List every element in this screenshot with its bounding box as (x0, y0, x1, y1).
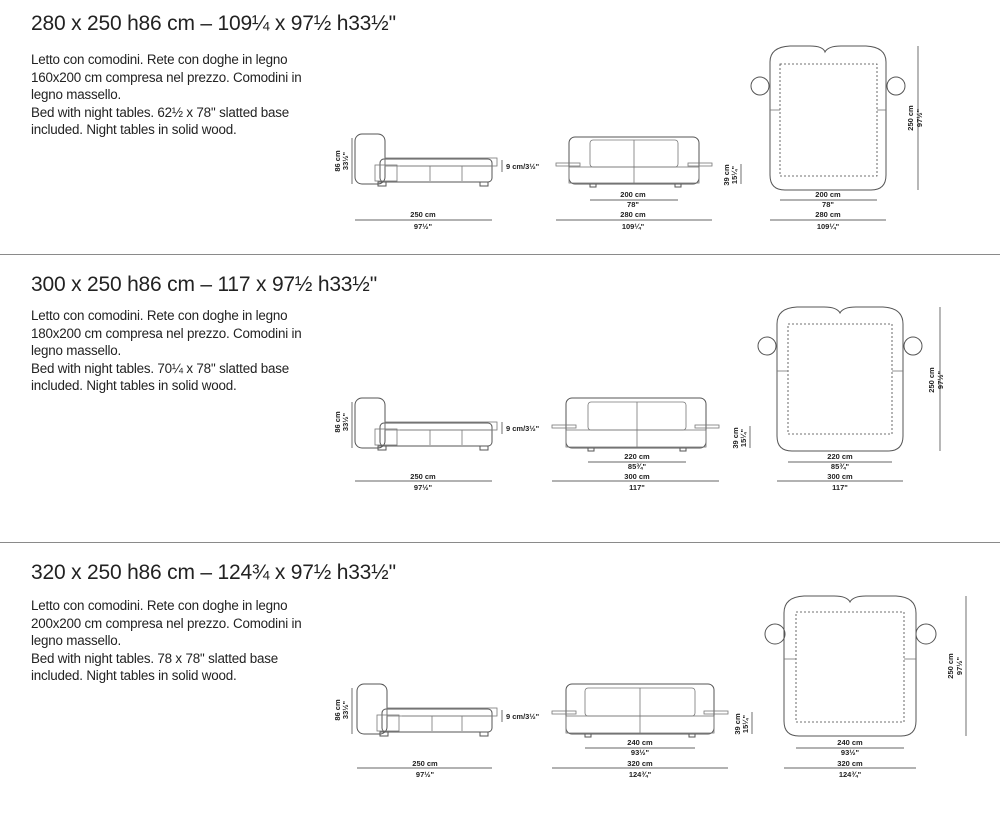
desc-line: Letto con comodini. Rete con doghe in le… (31, 52, 288, 67)
front-base-cm: 220 cm (624, 452, 650, 461)
side-view-drawing (351, 683, 498, 769)
front-base-in: 78" (627, 200, 639, 209)
front-view-drawing (501, 683, 753, 769)
desc-line: Bed with night tables. 62½ x 78'' slatte… (31, 104, 289, 120)
top-width-cm: 300 cm (827, 472, 853, 481)
top-width-in: 117" (832, 483, 848, 492)
front-width-in: 124¾" (629, 770, 652, 779)
front-height-cm: 39 cm (733, 713, 742, 735)
section-title: 300 x 250 h86 cm – 117 x 97½ h33½'' (31, 273, 378, 296)
side-height-cm: 86 cm (333, 699, 342, 721)
top-length-cm: 250 cm (946, 653, 955, 679)
desc-line: legno massello. (31, 633, 122, 649)
top-base-in: 93½" (841, 748, 860, 757)
front-width-cm: 300 cm (624, 472, 650, 481)
section-description: Letto con comodini. Rete con doghe in le… (31, 307, 321, 395)
front-width-cm: 320 cm (627, 759, 653, 768)
technical-drawings: 86 cm 33½" 250 cm 97½" 9 cm/3½" 39 cm 15… (333, 45, 924, 231)
desc-line: 180x200 cm compresa nel prezzo. Comodini… (31, 325, 302, 341)
section-title: 280 x 250 h86 cm – 109¼ x 97½ h33½'' (31, 12, 397, 35)
top-length-in: 97½" (936, 370, 945, 389)
section-divider (0, 542, 1000, 543)
side-length-cm: 250 cm (412, 759, 438, 768)
top-length-cm: 250 cm (906, 105, 915, 131)
product-section-320: 320 x 250 h86 cm – 124¾ x 97½ h33½'' Let… (0, 544, 1000, 822)
top-base-in: 85¾" (831, 462, 850, 471)
side-height-in: 33½" (341, 151, 350, 170)
top-base-cm: 200 cm (815, 190, 841, 199)
top-length-in: 97½" (955, 656, 964, 675)
top-length-in: 97½" (915, 108, 924, 127)
front-view-drawing (501, 136, 742, 221)
side-length-in: 97½" (416, 770, 435, 779)
side-length-in: 97½" (414, 222, 433, 231)
front-height-in: 15¼" (730, 165, 739, 184)
desc-line: 160x200 cm compresa nel prezzo. Comodini… (31, 69, 302, 85)
front-width-in: 109¼" (622, 222, 645, 231)
top-width-cm: 320 cm (837, 759, 863, 768)
desc-line: Letto con comodini. Rete con doghe in le… (31, 308, 288, 323)
top-base-in: 78" (822, 200, 834, 209)
front-table-thickness: 9 cm/3½" (506, 712, 540, 721)
front-base-in: 93½" (631, 748, 650, 757)
side-height-cm: 86 cm (333, 150, 342, 172)
section-description: Letto con comodini. Rete con doghe in le… (31, 51, 321, 139)
top-width-in: 109¼" (817, 222, 840, 231)
front-view-drawing (501, 397, 751, 482)
technical-drawings: 86 cm 33½" 250 cm 97½" 9 cm/3½" 39 cm 15… (333, 306, 945, 492)
product-section-280: 280 x 250 h86 cm – 109¼ x 97½ h33½'' Let… (0, 0, 1000, 256)
front-height-in: 15¼" (741, 714, 750, 733)
side-view-drawing (351, 397, 498, 482)
desc-line: included. Night tables in solid wood. (31, 378, 237, 394)
top-base-cm: 240 cm (837, 738, 863, 747)
top-width-cm: 280 cm (815, 210, 841, 219)
section-description: Letto con comodini. Rete con doghe in le… (31, 597, 321, 685)
front-width-in: 117" (629, 483, 645, 492)
technical-drawings: 86 cm 33½" 250 cm 97½" 9 cm/3½" 39 cm 15… (333, 595, 967, 779)
front-table-thickness: 9 cm/3½" (506, 162, 540, 171)
section-divider (0, 254, 1000, 255)
side-height-cm: 86 cm (333, 411, 342, 433)
side-height-in: 33½" (341, 700, 350, 719)
side-length-cm: 250 cm (410, 210, 436, 219)
top-view-drawing (764, 595, 967, 769)
front-base-in: 85¾" (628, 462, 647, 471)
top-length-cm: 250 cm (927, 367, 936, 393)
front-base-cm: 200 cm (620, 190, 646, 199)
desc-line: legno massello. (31, 87, 122, 103)
front-table-thickness: 9 cm/3½" (506, 424, 540, 433)
desc-line: Bed with night tables. 78 x 78'' slatted… (31, 650, 278, 666)
side-length-cm: 250 cm (410, 472, 436, 481)
top-width-in: 124¾" (839, 770, 862, 779)
front-height-cm: 39 cm (731, 427, 740, 449)
top-view-drawing (757, 306, 941, 482)
side-length-in: 97½" (414, 483, 433, 492)
desc-line: Letto con comodini. Rete con doghe in le… (31, 598, 288, 613)
front-height-cm: 39 cm (722, 164, 731, 186)
front-width-cm: 280 cm (620, 210, 646, 219)
side-view-drawing (351, 133, 498, 221)
top-base-cm: 220 cm (827, 452, 853, 461)
top-view-drawing (750, 45, 919, 221)
front-base-cm: 240 cm (627, 738, 653, 747)
desc-line: included. Night tables in solid wood. (31, 122, 237, 138)
desc-line: included. Night tables in solid wood. (31, 668, 237, 684)
front-height-in: 15¼" (739, 428, 748, 447)
desc-line: legno massello. (31, 343, 122, 359)
side-height-in: 33½" (341, 412, 350, 431)
section-title: 320 x 250 h86 cm – 124¾ x 97½ h33½'' (31, 561, 397, 584)
desc-line: 200x200 cm compresa nel prezzo. Comodini… (31, 615, 302, 631)
product-section-300: 300 x 250 h86 cm – 117 x 97½ h33½'' Lett… (0, 256, 1000, 544)
desc-line: Bed with night tables. 70¼ x 78'' slatte… (31, 360, 289, 376)
